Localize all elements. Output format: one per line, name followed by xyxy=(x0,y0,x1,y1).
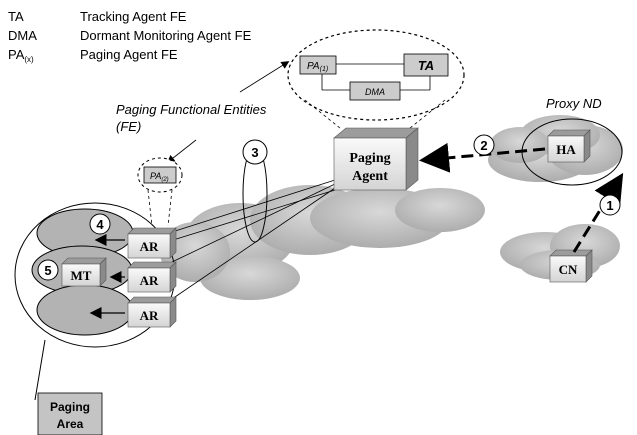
ar-router: AR xyxy=(127,261,177,293)
legend-abbr-ta: TA xyxy=(8,9,24,24)
step-marker-5: 5 xyxy=(37,259,59,281)
ha-label: HA xyxy=(556,142,576,157)
svg-text:4: 4 xyxy=(96,217,104,232)
fe-label-line1: Paging Functional Entities xyxy=(116,102,267,117)
ar-label: AR xyxy=(140,308,159,323)
pa1-label: PA(1) xyxy=(307,61,328,73)
dma-box xyxy=(349,81,401,101)
paging-agent-label-line2: Agent xyxy=(352,169,388,184)
fe-label-line2: (FE) xyxy=(116,119,141,134)
dma-label: DMA xyxy=(365,87,385,97)
arrow-step1-cn-to-ha xyxy=(572,172,624,253)
legend: TA Tracking Agent FE DMA Dormant Monitor… xyxy=(8,9,252,64)
step-marker-4: 4 xyxy=(89,213,111,235)
pa2-guide-left xyxy=(147,189,153,227)
pa2-guide-right xyxy=(167,189,173,227)
fe-pointer-arrow-lower xyxy=(166,139,197,163)
svg-text:2: 2 xyxy=(480,138,487,153)
proxy-nd-label: Proxy ND xyxy=(546,96,602,111)
paging-agent-detail: PA(1) TA DMA xyxy=(299,53,449,101)
paging-agent-node: Paging Agent xyxy=(333,127,419,191)
legend-desc-ta: Tracking Agent FE xyxy=(80,9,187,24)
zoom-guide-right xyxy=(409,99,446,129)
ar-label: AR xyxy=(140,239,159,254)
pa2-label: PA(2) xyxy=(150,171,169,183)
paging-agent-label-line1: Paging xyxy=(349,151,390,166)
svg-text:1: 1 xyxy=(606,198,613,213)
ha-home-agent: HA xyxy=(547,129,591,163)
cn-label: CN xyxy=(559,262,578,277)
ar-router: AR xyxy=(127,296,177,328)
ta-box xyxy=(403,53,449,77)
paging-agent-detail-bubble xyxy=(287,29,465,121)
paging-area-label-line2: Area xyxy=(57,417,84,431)
legend-desc-pa: Paging Agent FE xyxy=(80,47,178,62)
pa1-box xyxy=(299,55,337,75)
pa2-box xyxy=(143,166,177,184)
ar-label: AR xyxy=(140,273,159,288)
step-marker-2: 2 xyxy=(473,134,495,156)
step-marker-3: 3 xyxy=(242,139,268,165)
step-marker-1: 1 xyxy=(599,194,621,216)
mt-label: MT xyxy=(71,268,92,283)
ta-label: TA xyxy=(418,58,434,73)
zoom-guide-left xyxy=(304,99,341,129)
legend-abbr-pa: PA(x) xyxy=(8,47,34,64)
svg-text:5: 5 xyxy=(44,263,51,278)
legend-abbr-dma: DMA xyxy=(8,28,37,43)
paging-area-pointer xyxy=(34,339,46,401)
cn-correspondent-node: CN xyxy=(549,249,593,283)
paging-area-box: Paging Area xyxy=(37,392,103,435)
fe-pointer-arrow-upper xyxy=(239,61,290,93)
paging-area-label-line1: Paging xyxy=(50,400,90,414)
network-cloud-main xyxy=(160,185,485,300)
cell-ellipse xyxy=(36,284,134,336)
ar-router: AR xyxy=(127,227,177,259)
legend-desc-dma: Dormant Monitoring Agent FE xyxy=(80,28,252,43)
svg-text:3: 3 xyxy=(251,145,258,160)
paging-agent-links xyxy=(171,179,336,300)
mt-mobile-terminal: MT xyxy=(61,257,107,287)
